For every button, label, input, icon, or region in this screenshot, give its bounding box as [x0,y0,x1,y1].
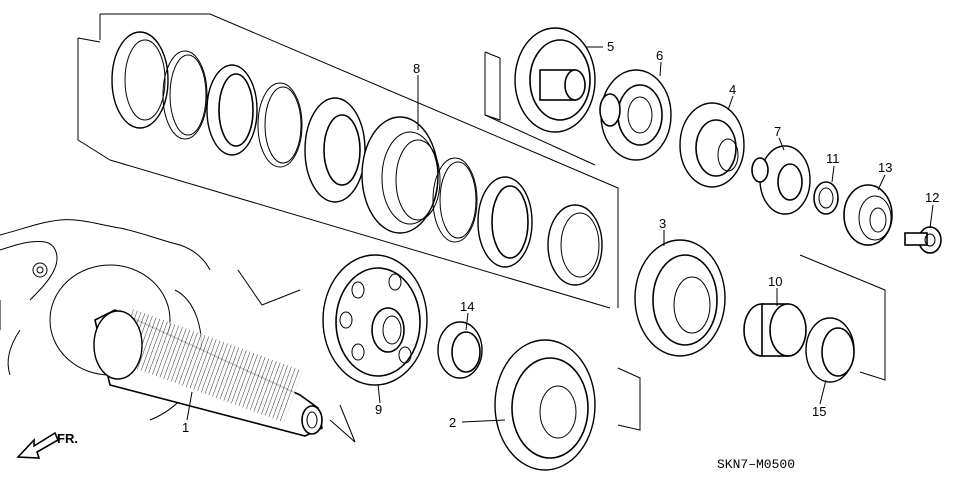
callout-12: 12 [925,190,939,205]
callout-1: 1 [182,420,189,435]
callout-6: 6 [656,48,663,63]
callout-10: 10 [768,274,782,289]
callout-7: 7 [774,124,781,139]
callout-13: 13 [878,160,892,175]
bracket-group-8 [77,13,619,309]
callout-11: 11 [826,151,840,166]
synchro-rings [111,31,603,286]
bracket-group-right [799,254,886,381]
collar-10 [743,303,807,357]
callout-5: 5 [607,39,614,54]
bracket-gear-2 [617,367,641,431]
callout-4: 4 [729,82,736,97]
gear-6 [599,69,672,161]
callout-8: 8 [413,61,420,76]
callout-3: 3 [659,216,666,231]
gear-2 [494,339,596,471]
needle-bearing-15 [805,317,855,383]
gear-3 [634,239,726,357]
guide-line-shaft [237,269,301,306]
needle-bearing-14 [437,321,483,379]
callout-15: 15 [812,404,826,419]
bracket-group-upper [484,51,596,166]
gear-9 [322,254,428,386]
diagram-code: SKN7–M0500 [717,457,795,472]
gear-7 [751,145,811,215]
front-label: FR. [57,431,78,446]
callout-2: 2 [449,415,456,430]
callout-14: 14 [460,299,474,314]
leader-lines [186,46,934,423]
bolt-12 [904,226,942,254]
guide-line-shaft-end [329,404,356,443]
gear-4 [679,102,745,188]
bearing-13 [843,184,893,246]
mainshaft [93,309,323,437]
gear-5 [514,27,596,133]
callout-labels: 1 2 3 4 5 6 7 8 9 10 11 12 13 14 15 [182,39,939,435]
front-direction-arrow: FR. [16,431,78,459]
callout-9: 9 [375,402,382,417]
washer-11 [813,181,839,215]
